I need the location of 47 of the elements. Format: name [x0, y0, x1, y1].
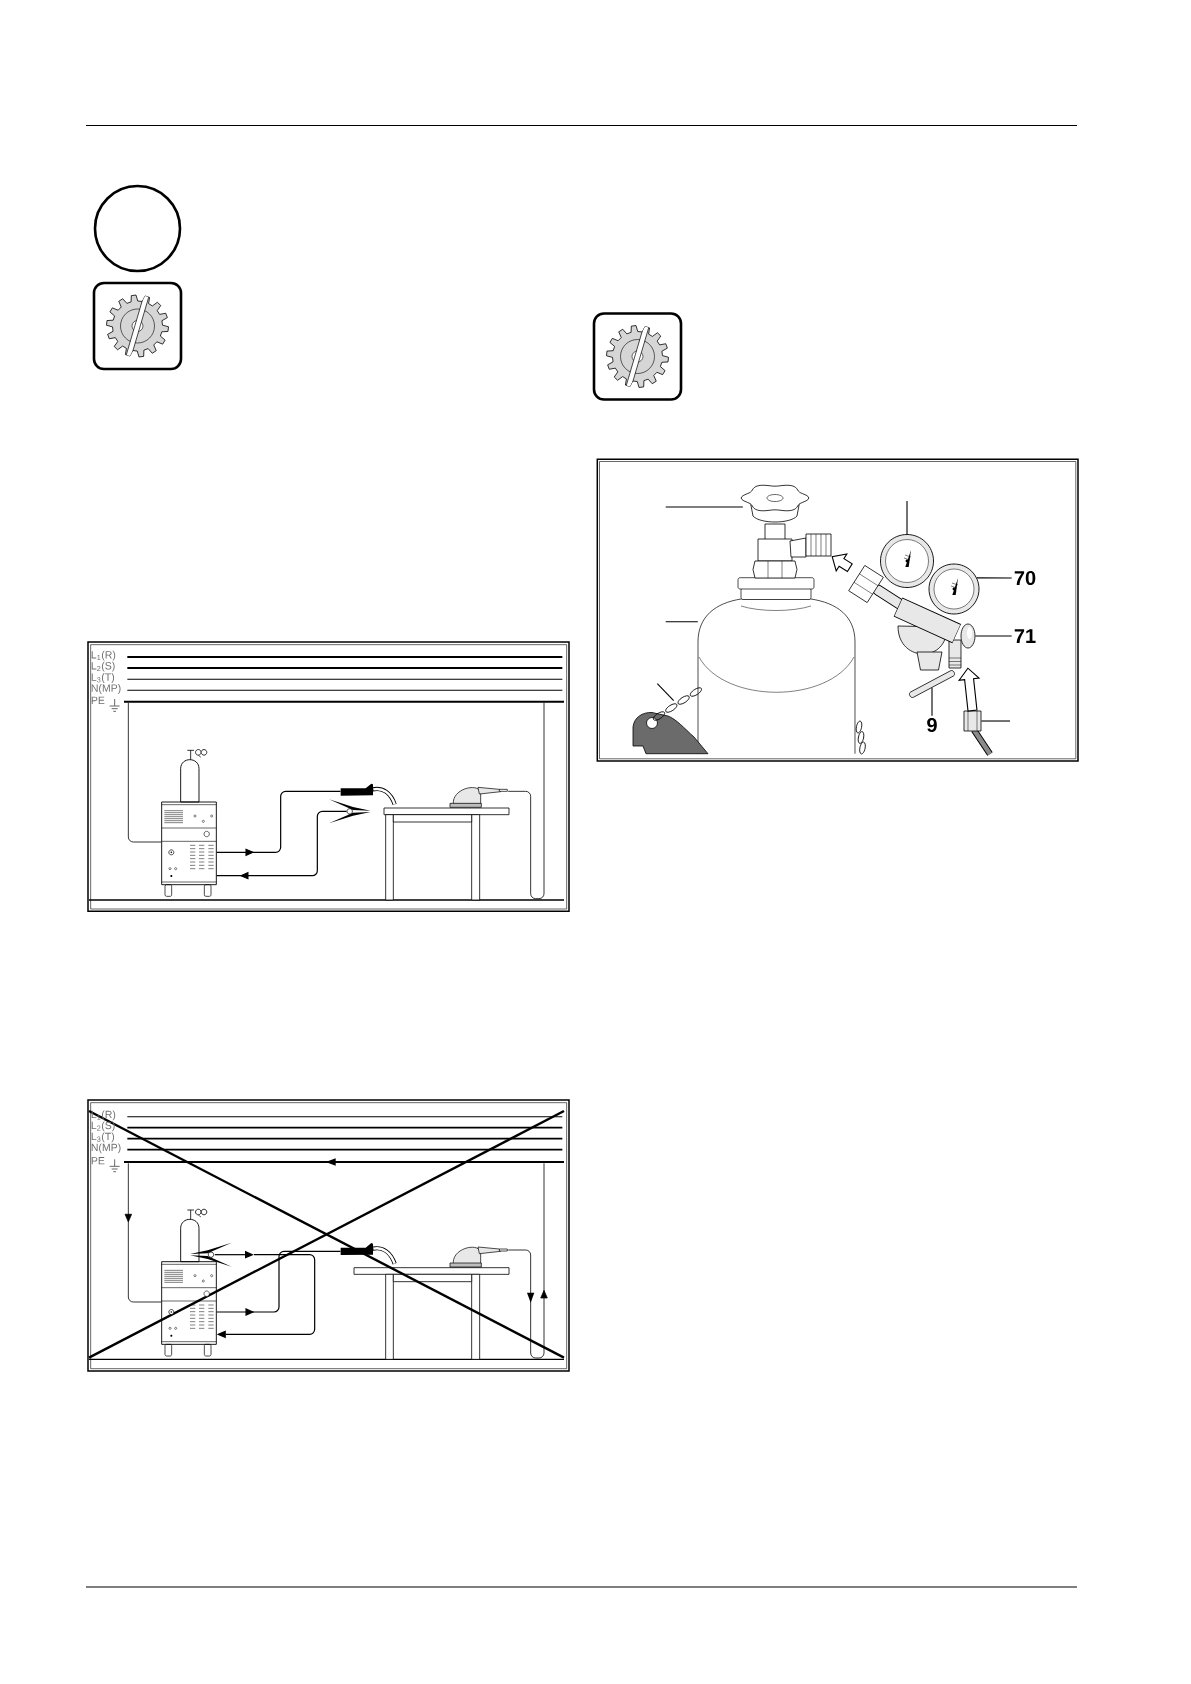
line-label: N(MP) — [91, 684, 121, 694]
line-label: L$_{3}$(T) — [91, 1132, 115, 1143]
line-label: L$_{2}$(S) — [91, 661, 115, 672]
callout-number: 71 — [1014, 629, 1036, 643]
pressure-gauge — [880, 534, 934, 588]
leader-line — [656, 683, 675, 702]
welding-torch — [340, 783, 397, 806]
leader-line — [931, 687, 933, 717]
cable — [216, 810, 348, 880]
cable — [127, 702, 162, 843]
pressure-gauge — [928, 563, 980, 615]
valve-handwheel — [740, 484, 810, 523]
cable — [124, 1162, 162, 1303]
line-label: PE — [91, 1157, 105, 1165]
line-label: L$_{1}$(R) — [91, 650, 116, 661]
line-label: PE — [91, 696, 105, 704]
earth-clamp — [190, 1242, 232, 1267]
line-label: L$_{1}$(R) — [91, 1110, 116, 1121]
callout-number: 9 — [927, 717, 937, 733]
callout-number: 70 — [1014, 570, 1036, 586]
line-label: N(MP) — [91, 1143, 121, 1154]
cylinder-valve — [752, 523, 832, 579]
cable — [216, 1250, 342, 1316]
cable — [214, 1250, 254, 1259]
grinder — [449, 787, 508, 808]
block-arrow — [831, 553, 853, 573]
end-cap — [960, 623, 976, 649]
hose — [963, 710, 993, 756]
gas-cylinder — [697, 577, 856, 755]
line-label: L$_{3}$(T) — [91, 673, 115, 683]
leader-line — [980, 720, 1011, 722]
welding-machine — [161, 801, 217, 897]
leader-line — [906, 500, 908, 535]
grinder — [449, 1246, 508, 1268]
welding-machine — [161, 1261, 217, 1357]
leader-line — [665, 621, 699, 623]
welding-torch — [340, 1243, 397, 1265]
cable — [507, 702, 545, 900]
earth-clamp — [329, 799, 371, 824]
pressure-regulator — [848, 565, 962, 671]
block-arrow — [957, 667, 981, 712]
leader-line — [974, 635, 1013, 637]
chain — [652, 687, 702, 721]
line-label: L$_{2}$(S) — [91, 1121, 115, 1132]
leader-line — [665, 506, 744, 508]
cable — [507, 1162, 548, 1359]
leader-line — [976, 577, 1013, 579]
